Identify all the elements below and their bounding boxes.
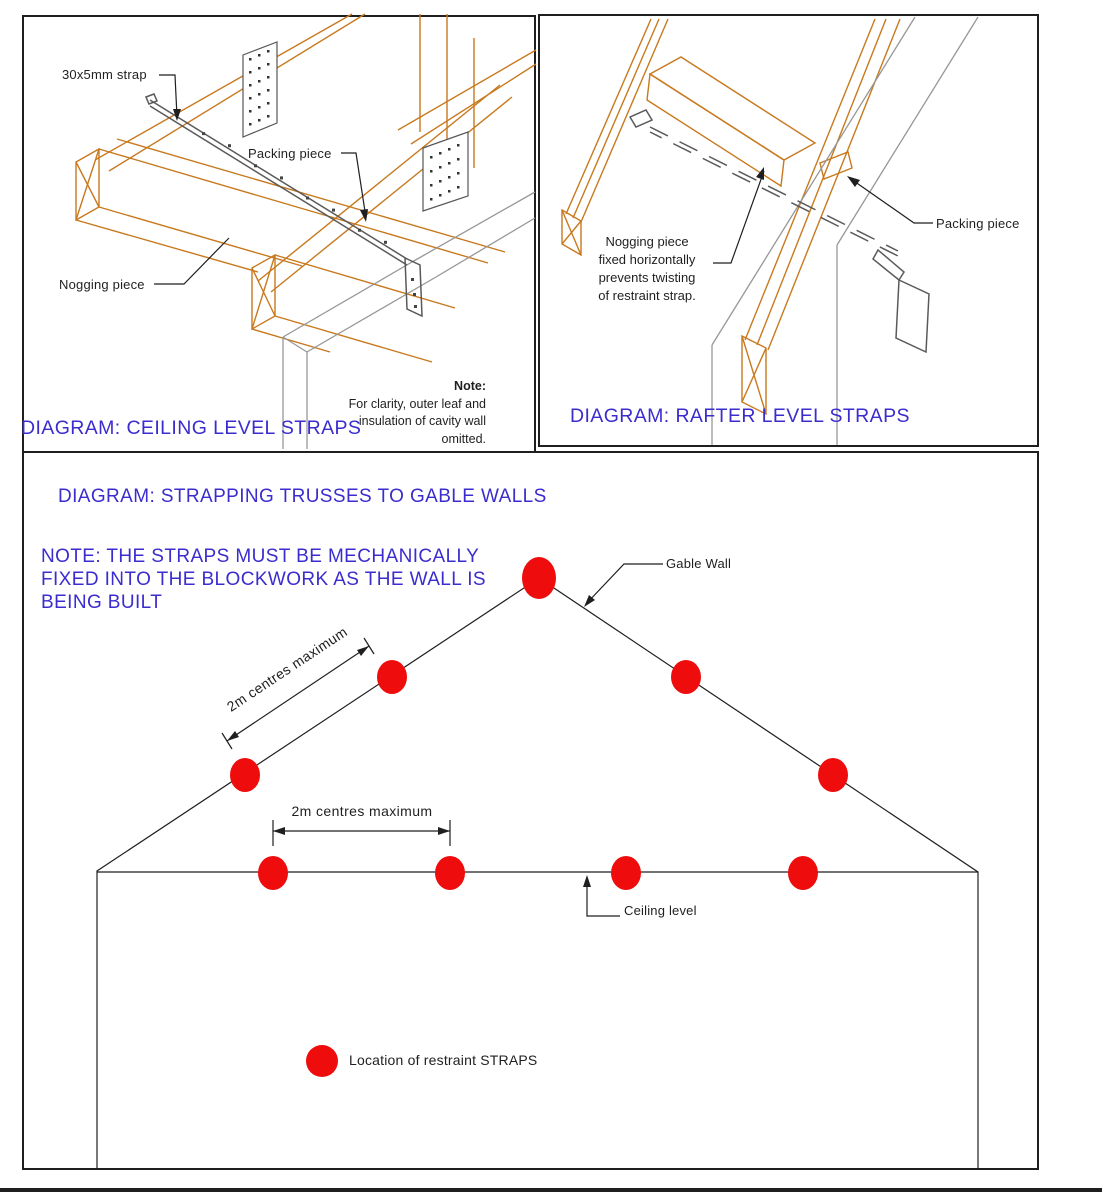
title-ceiling-level-straps: DIAGRAM: CEILING LEVEL STRAPS [21, 417, 362, 439]
nogging-note-line: Nogging piece [605, 234, 689, 249]
mechanical-fix-note-line: FIXED INTO THE BLOCKWORK AS THE WALL IS [41, 569, 486, 590]
label-packing-piece-2: Packing piece [936, 216, 1020, 231]
clarity-note: Note: For clarity, outer leaf and insula… [308, 378, 486, 448]
label-strap-size: 30x5mm strap [62, 67, 147, 82]
label-gable-wall: Gable Wall [666, 556, 732, 571]
nogging-note-line: of restraint strap. [598, 288, 696, 303]
mechanical-fix-note-line: BEING BUILT [41, 592, 163, 613]
nogging-note: Nogging piece fixed horizontally prevent… [583, 233, 711, 305]
title-rafter-level-straps: DIAGRAM: RAFTER LEVEL STRAPS [570, 405, 910, 427]
page-bottom-rule [0, 1188, 1102, 1192]
note-line: For clarity, outer leaf and [348, 396, 486, 411]
nogging-note-line: fixed horizontally [598, 252, 696, 267]
mechanical-fix-note-line: NOTE: THE STRAPS MUST BE MECHANICALLY [41, 546, 480, 567]
note-heading: Note: [454, 379, 486, 393]
label-nogging-piece: Nogging piece [59, 277, 145, 292]
dimension-label-horizontal: 2m centres maximum [291, 803, 433, 819]
label-ceiling-level: Ceiling level [624, 903, 697, 918]
note-line: insulation of cavity wall [358, 414, 486, 428]
note-line: omitted. [441, 431, 486, 446]
label-packing-piece: Packing piece [248, 146, 332, 161]
legend-label: Location of restraint STRAPS [349, 1052, 538, 1068]
panel-strapping-trusses [22, 451, 1039, 1170]
panel-rafter-level-straps [538, 14, 1039, 447]
nogging-note-line: prevents twisting [598, 270, 696, 285]
title-strapping-trusses: DIAGRAM: STRAPPING TRUSSES TO GABLE WALL… [58, 486, 547, 507]
mechanical-fix-note: NOTE: THE STRAPS MUST BE MECHANICALLY FI… [41, 545, 486, 614]
